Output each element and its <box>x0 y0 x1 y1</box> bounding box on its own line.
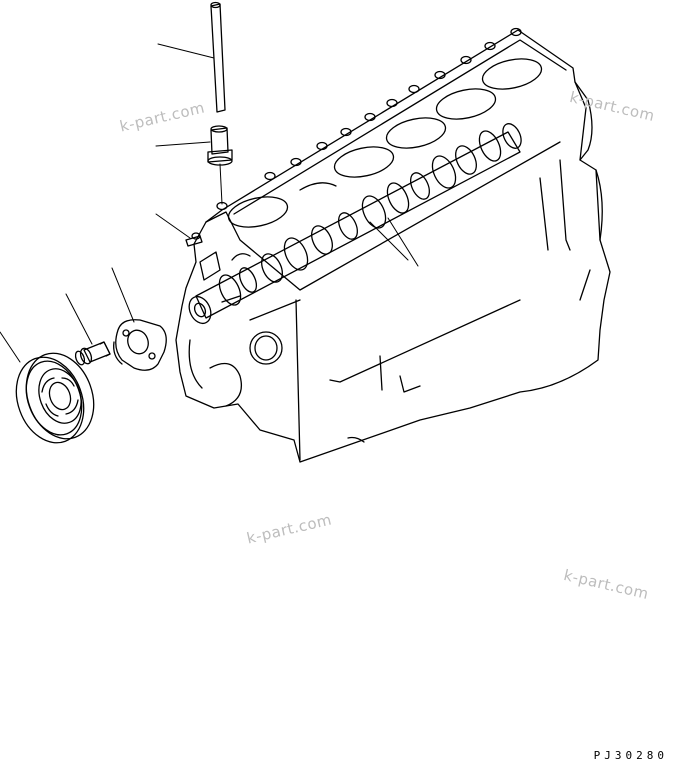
camshaft-oil-tube <box>210 1 226 113</box>
bushing <box>207 125 233 166</box>
cam-gear <box>15 352 95 444</box>
leader-lines <box>0 43 419 363</box>
block-bore-opening <box>249 331 283 365</box>
drawing-code: PJ30280 <box>593 749 668 762</box>
bolt <box>74 341 111 366</box>
head-bolt-holes <box>191 27 522 240</box>
thrust-plate <box>113 319 167 371</box>
camshaft-lobes <box>218 123 522 306</box>
dowel-pin <box>185 235 203 247</box>
camshaft <box>188 123 522 325</box>
cylinder-bores <box>227 58 543 228</box>
